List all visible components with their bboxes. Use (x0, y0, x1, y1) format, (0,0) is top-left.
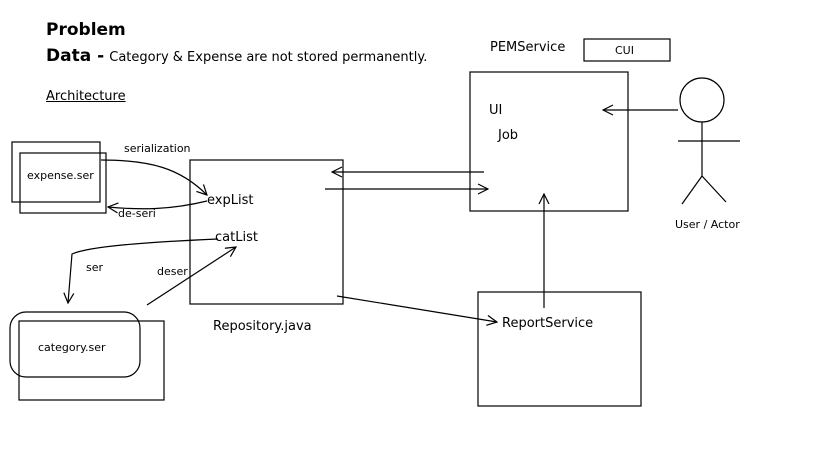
repository-to-report-arrow (336, 295, 497, 322)
de-seri-edge-label: de-seri (118, 207, 156, 220)
deser-arrow (146, 247, 236, 306)
actor-head (679, 77, 725, 123)
category-file-rounded-box (9, 311, 141, 378)
job-label: Job (498, 128, 519, 143)
ui-label: UI (489, 103, 503, 118)
repository-label: Repository.java (213, 319, 312, 334)
pem-service-box (469, 71, 629, 212)
actor-right-leg (701, 175, 727, 203)
data-label: Data - (46, 46, 105, 66)
expense-file-label: expense.ser (27, 169, 94, 182)
category-file-label: category.ser (38, 341, 106, 354)
actor-left-leg (681, 175, 703, 205)
serialization-edge-label: serialization (124, 142, 191, 155)
pem-service-label: PEMService (490, 40, 566, 55)
ser-arrow (68, 238, 219, 303)
actor-label: User / Actor (675, 218, 740, 231)
ser-edge-label: ser (86, 261, 104, 274)
serialization-arrow (100, 159, 207, 195)
report-service-box (477, 291, 642, 407)
deser-edge-label: deser (157, 265, 188, 278)
data-text: Category & Expense are not stored perman… (109, 50, 428, 65)
architecture-heading: Architecture (46, 89, 126, 104)
cui-box (583, 38, 671, 62)
report-service-label: ReportService (502, 316, 594, 331)
category-file-box (18, 320, 165, 401)
data-statement: Data - Category & Expense are not stored… (46, 48, 427, 65)
cui-label: CUI (615, 44, 634, 57)
cat-list-label: catList (215, 230, 258, 245)
repository-box (189, 159, 344, 305)
de-seri-arrow (108, 200, 208, 209)
exp-list-label: expList (207, 193, 254, 208)
problem-title: Problem (46, 20, 126, 40)
expense-file-box-back (11, 141, 101, 203)
expense-file-box-front (19, 152, 107, 214)
